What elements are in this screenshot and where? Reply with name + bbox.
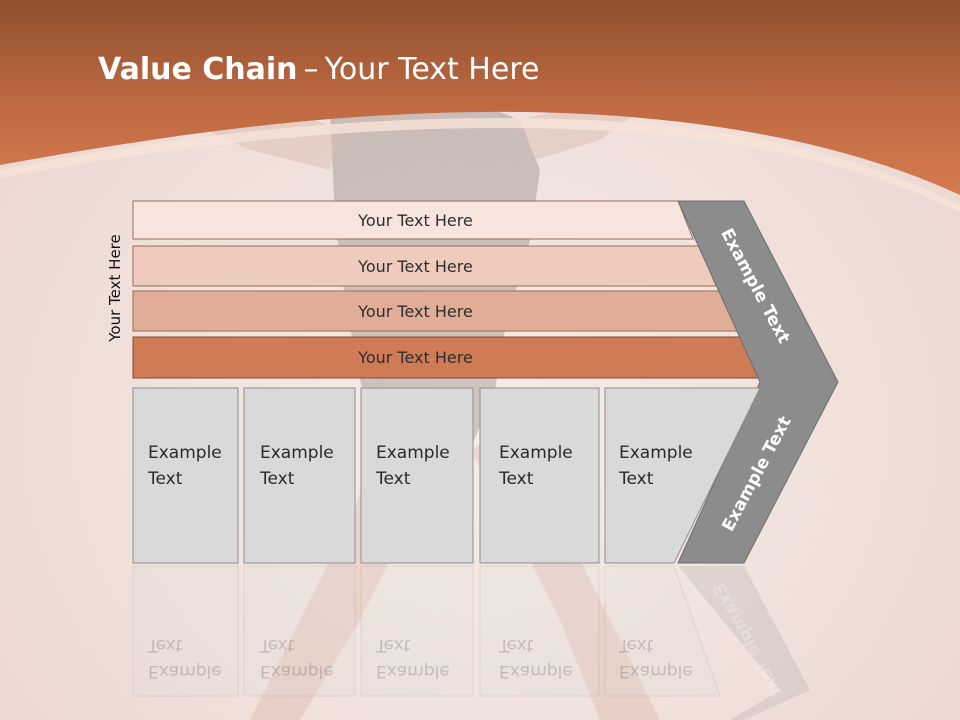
box-1-line2: Text: [148, 469, 183, 489]
row-banner-1: [132, 200, 694, 240]
value-chevron: [677, 200, 839, 564]
box-5-text: Example Text: [619, 440, 719, 492]
box-3-line1: Example: [376, 443, 450, 463]
title-rest: Your Text Here: [324, 52, 540, 87]
row-label-2: Your Text Here: [358, 256, 473, 276]
box-3-reflection-line1: Example: [376, 661, 450, 681]
box-1-reflection-text: Example Text: [148, 632, 248, 684]
header-swoosh: [0, 118, 960, 212]
box-2-line1: Example: [260, 443, 334, 463]
row-label-1: Your Text Here: [358, 210, 473, 230]
box-3-line2: Text: [376, 469, 411, 489]
box-1-reflection-line1: Example: [148, 661, 222, 681]
slide-title: Value Chain–Your Text Here: [98, 52, 539, 87]
box-4-text: Example Text: [499, 440, 599, 492]
row-label-3: Your Text Here: [358, 301, 473, 321]
side-label: Your Text Here: [106, 234, 124, 342]
box-3-text: Example Text: [376, 440, 476, 492]
box-3-reflection-text: Example Text: [376, 632, 476, 684]
title-bold: Value Chain: [98, 52, 298, 87]
header-band: [0, 0, 960, 195]
box-5-line1: Example: [619, 443, 693, 463]
chevron-reflection: [678, 566, 810, 720]
box-3-reflection-line2: Text: [376, 635, 411, 655]
box-4-line2: Text: [499, 469, 534, 489]
box-5-reflection-text: Example Text: [619, 632, 719, 684]
boxes-reflection: [132, 565, 721, 697]
activity-box-3: [360, 387, 474, 564]
box-4-reflection-line2: Text: [499, 635, 534, 655]
box-2-text: Example Text: [260, 440, 360, 492]
activity-box-5: [604, 387, 761, 564]
title-separator: –: [303, 52, 319, 87]
box-5-reflection-line1: Example: [619, 661, 693, 681]
box-2-reflection-line1: Example: [260, 661, 334, 681]
activity-box-2: [243, 387, 356, 564]
activity-box-4: [479, 387, 600, 564]
box-2-reflection-line2: Text: [260, 635, 295, 655]
box-5-reflection-line2: Text: [619, 635, 654, 655]
box-1-text: Example Text: [148, 440, 248, 492]
box-1-line1: Example: [148, 443, 222, 463]
box-4-line1: Example: [499, 443, 573, 463]
row-label-4: Your Text Here: [358, 347, 473, 367]
box-5-line2: Text: [619, 469, 654, 489]
box-4-reflection-text: Example Text: [499, 632, 599, 684]
box-1-reflection-line2: Text: [148, 635, 183, 655]
box-2-reflection-text: Example Text: [260, 632, 360, 684]
box-4-reflection-line1: Example: [499, 661, 573, 681]
activity-box-1: [132, 387, 239, 564]
box-2-line2: Text: [260, 469, 295, 489]
